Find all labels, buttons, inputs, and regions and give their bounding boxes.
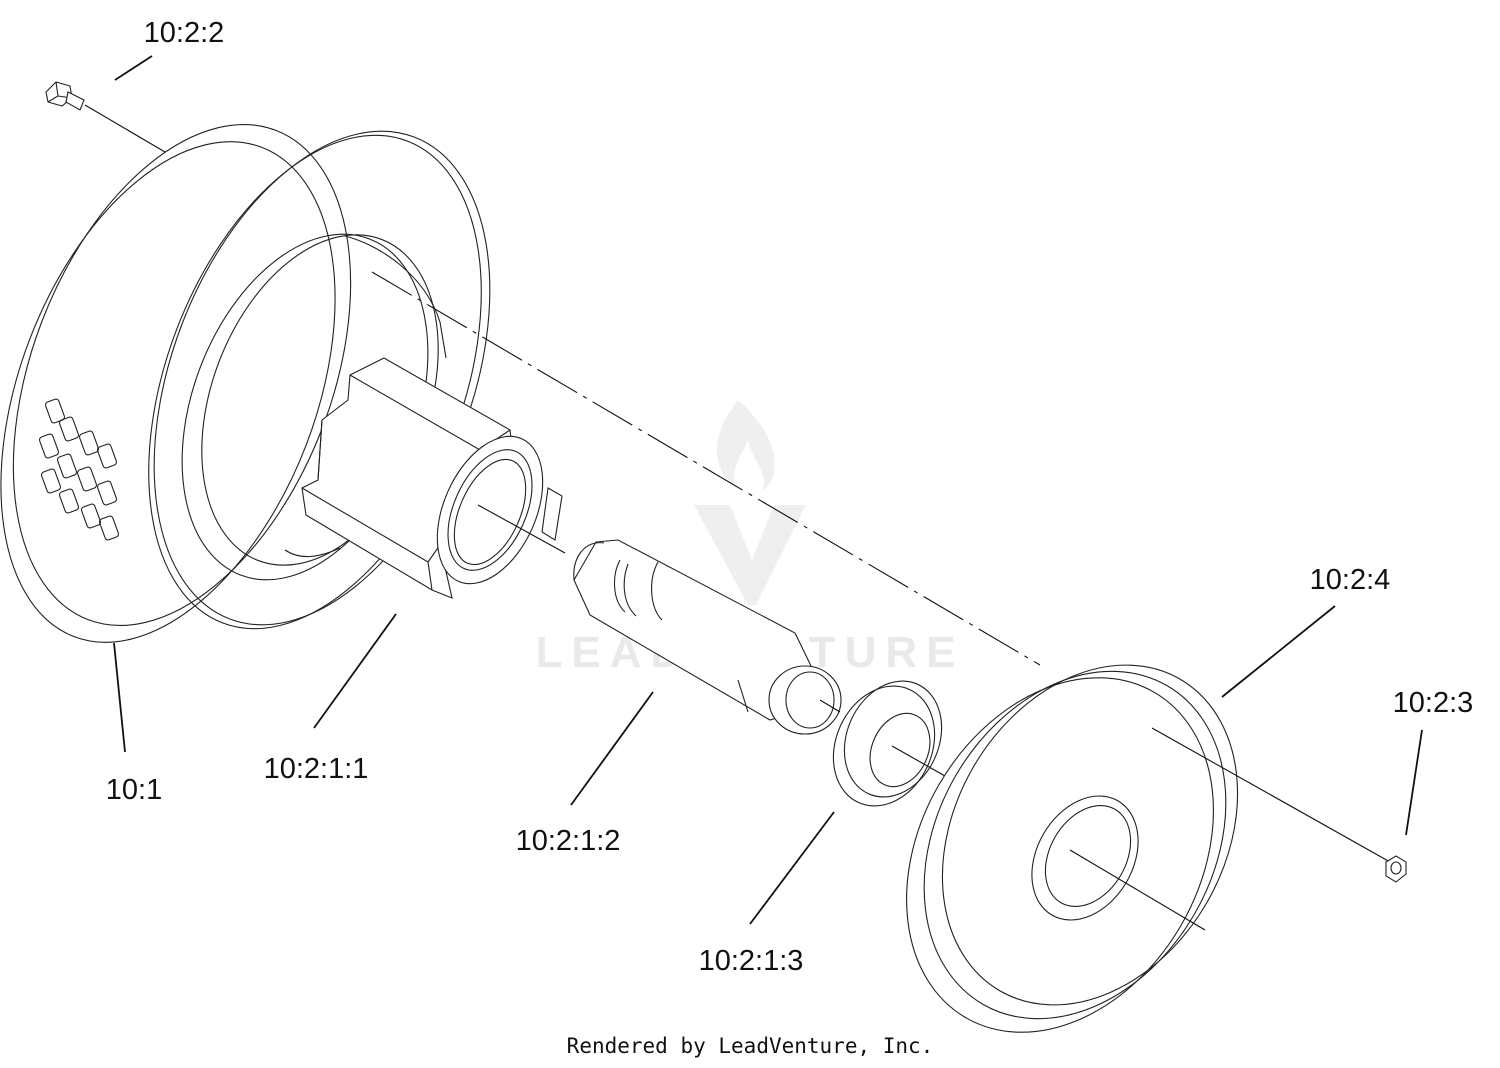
callout-labels: 10:2:2 10:1 10:2:1:1 10:2:1:2 10:2:1:3 1… [106,17,1474,977]
callout-10-1: 10:1 [106,774,162,806]
rim-half-hub [301,357,566,599]
nut [1385,855,1407,883]
rim-cover [906,664,1391,1033]
bolt [45,81,85,111]
render-credit: Rendered by LeadVenture, Inc. [567,1034,934,1058]
callout-10-2-4: 10:2:4 [1310,564,1391,596]
tire-tread [38,398,120,541]
callout-10-2-1-3: 10:2:1:3 [699,945,804,977]
callout-10-2-1-2: 10:2:1:2 [516,825,621,857]
callout-10-2-1-1: 10:2:1:1 [264,753,369,785]
callout-10-2-2: 10:2:2 [144,17,225,49]
bearing [832,680,946,807]
spacer-tube [573,539,842,735]
callout-10-2-3: 10:2:3 [1393,687,1474,719]
tire [0,124,491,643]
leader-lines [113,55,1423,925]
assembly-axis [84,104,1041,666]
